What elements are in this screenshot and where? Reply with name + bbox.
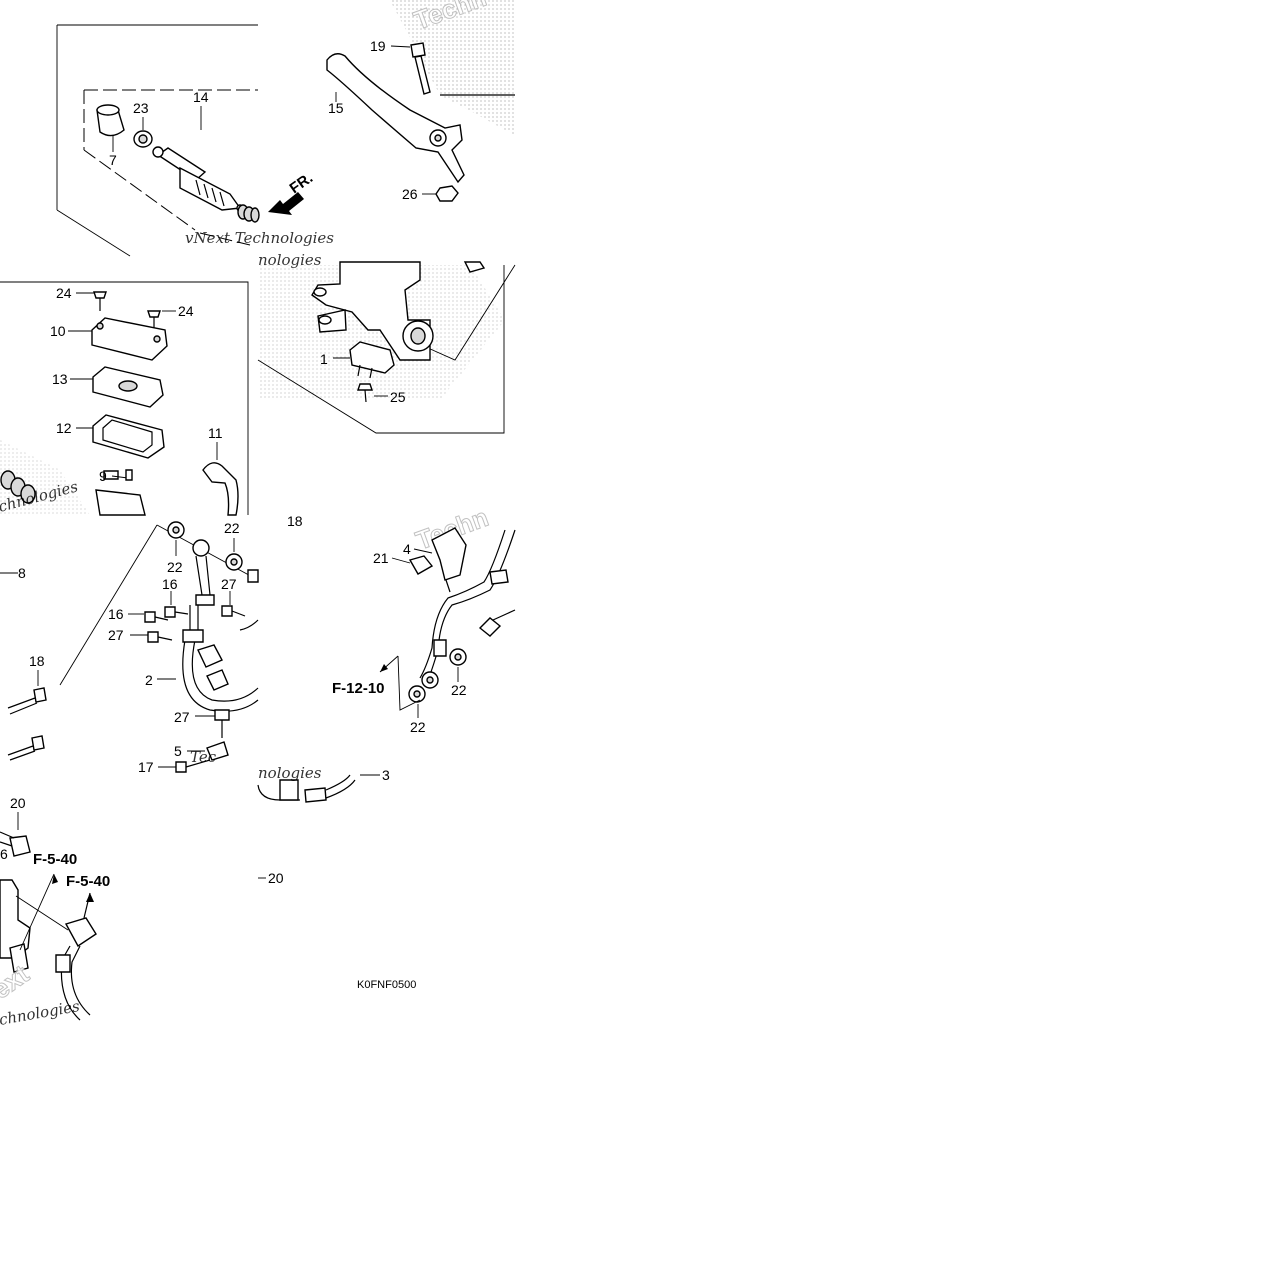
- label-12: 12: [56, 420, 72, 436]
- piston-kit-group: FR. vNext Technologies: [56, 24, 334, 257]
- label-22c: 22: [451, 682, 467, 698]
- front-direction-arrow: FR.: [268, 169, 316, 215]
- label-11: 11: [208, 425, 223, 441]
- label-14: 14: [193, 89, 209, 105]
- ref-f-5-40a: F-5-40: [33, 851, 77, 868]
- switch-group: nologies: [257, 251, 516, 434]
- label-25: 25: [390, 389, 406, 405]
- label-22b: 22: [167, 559, 183, 575]
- hose-piece-group: nologies: [257, 764, 380, 879]
- label-17: 17: [138, 759, 154, 775]
- watermark-text: vNext Technologies: [185, 229, 334, 247]
- label-24a: 24: [56, 285, 72, 301]
- spring-fragment: [0, 470, 36, 504]
- reservoir-group: chnologies: [0, 281, 249, 516]
- watermark-text-5: chnologies: [0, 997, 81, 1029]
- label-8: 8: [18, 565, 26, 581]
- bolt-cluster: [144, 569, 259, 738]
- label-1: 1: [320, 351, 328, 367]
- label-27b: 27: [108, 627, 124, 643]
- label-5: 5: [174, 743, 182, 759]
- hose-lower-right-group: Techn: [379, 501, 516, 718]
- watermark-outline-3: ext: [0, 959, 35, 1005]
- label-2: 2: [145, 672, 153, 688]
- label-24b: 24: [178, 303, 194, 319]
- watermark-text-3: nologies: [258, 251, 322, 269]
- label-3: 3: [382, 767, 390, 783]
- label-18b: 18: [29, 653, 45, 669]
- label-4: 4: [403, 541, 411, 557]
- label-20b: 20: [268, 870, 284, 886]
- label-9: 9: [99, 468, 107, 484]
- diagram-code: K0FNF0500: [357, 979, 416, 991]
- watermark-text-4: Tec: [190, 748, 217, 766]
- ref-f-5-40b: F-5-40: [66, 873, 110, 890]
- ref-f-12-10: F-12-10: [332, 680, 385, 697]
- label-21: 21: [373, 550, 389, 566]
- label-13: 13: [52, 371, 68, 387]
- label-22a: 22: [224, 520, 240, 536]
- hose-upper-group: Tec: [0, 521, 259, 773]
- label-27a: 27: [221, 576, 237, 592]
- label-26: 26: [402, 186, 418, 202]
- spring: [237, 204, 260, 223]
- label-6: 6: [0, 846, 8, 862]
- front-arrow-label: FR.: [287, 169, 317, 197]
- label-23: 23: [133, 100, 149, 116]
- label-16a: 16: [162, 576, 178, 592]
- label-18a: 18: [287, 513, 303, 529]
- label-20a: 20: [10, 795, 26, 811]
- label-7: 7: [109, 152, 117, 168]
- label-27c: 27: [174, 709, 190, 725]
- caliper-group: ext chnologies: [0, 812, 97, 1029]
- label-19: 19: [370, 38, 386, 54]
- label-15: 15: [328, 100, 344, 116]
- label-10: 10: [50, 323, 66, 339]
- watermark-text-6: nologies: [258, 764, 322, 782]
- label-16b: 16: [108, 606, 124, 622]
- callout-labels: 23 14 7 19 15 26 24 24 10 13 12 11 9 1 2…: [0, 38, 467, 991]
- label-22d: 22: [410, 719, 426, 735]
